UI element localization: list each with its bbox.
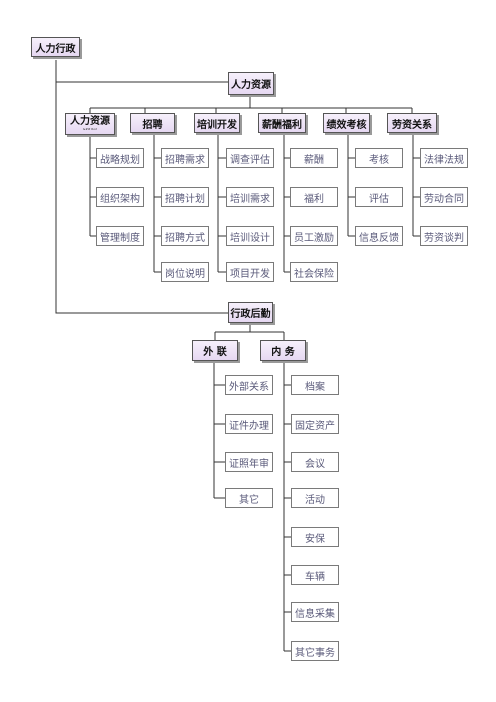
- hr-item-label: 信息反馈: [359, 232, 399, 244]
- admin-item-label: 活动: [305, 494, 325, 506]
- hr-item: 劳动合同: [420, 187, 468, 207]
- admin-item-label: 外部关系: [229, 381, 269, 393]
- hr-item-label: 福利: [304, 193, 324, 205]
- hr-item-label: 员工激励: [294, 232, 334, 244]
- hr-item: 劳资谈判: [420, 226, 468, 246]
- hr-item: 组织架构: [96, 187, 144, 207]
- hr-item-label: 劳资谈判: [424, 232, 464, 244]
- admin-item: 固定资产: [291, 414, 339, 434]
- hr-item: 招聘方式: [161, 226, 209, 246]
- hr-branch-4-label: 绩效考核: [326, 119, 367, 131]
- hr-item-label: 培训需求: [230, 193, 270, 205]
- hr-branch-2-label: 培训开发: [197, 119, 237, 131]
- admin-item: 安保: [291, 527, 339, 547]
- hr-item-label: 调查评估: [230, 154, 270, 166]
- admin-item: 档案: [291, 375, 339, 395]
- hr-branch-0-sublabel: &## Ro2: [82, 126, 97, 131]
- hr-item: 评估: [355, 187, 403, 207]
- hr-item-label: 招聘计划: [165, 193, 205, 205]
- admin-item-label: 会议: [305, 458, 325, 470]
- hr-item-label: 薪酬: [304, 154, 324, 166]
- hr-item: 考核: [355, 148, 403, 168]
- hr-item: 项目开发: [226, 262, 274, 282]
- hr-item: 战略规划: [96, 148, 144, 168]
- hr-item-label: 管理制度: [100, 232, 140, 244]
- hr-item-label: 培训设计: [230, 232, 270, 244]
- hr-item: 招聘计划: [161, 187, 209, 207]
- hr-item-label: 项目开发: [230, 268, 270, 280]
- hr-item-label: 考核: [369, 154, 389, 166]
- hr-item: 岗位说明: [161, 262, 209, 282]
- admin-item-label: 信息采集: [295, 608, 335, 620]
- hr-header-label: 人力资源: [231, 80, 271, 91]
- admin-item: 外部关系: [225, 375, 273, 395]
- admin-item-label: 安保: [305, 533, 325, 545]
- hr-item-label: 岗位说明: [165, 268, 205, 280]
- hr-branch-1: 招聘: [130, 113, 175, 133]
- admin-item-label: 证件办理: [229, 420, 269, 432]
- hr-branch-3: 薪酬福利: [258, 113, 306, 133]
- hr-header: 人力资源: [228, 72, 274, 95]
- admin-item: 其它事务: [291, 641, 339, 661]
- admin-item: 证照年审: [225, 452, 273, 472]
- admin-item-label: 车辆: [305, 571, 325, 583]
- hr-item: 培训设计: [226, 226, 274, 246]
- hr-item: 法律法规: [420, 148, 468, 168]
- hr-item: 调查评估: [226, 148, 274, 168]
- hr-item: 管理制度: [96, 226, 144, 246]
- hr-item-label: 招聘需求: [165, 154, 205, 166]
- admin-header: 行政后勤: [228, 302, 273, 323]
- hr-branch-2: 培训开发: [194, 113, 240, 133]
- root-label: 人力行政: [35, 43, 76, 55]
- hr-item-label: 法律法规: [424, 154, 464, 166]
- hr-item-label: 招聘方式: [165, 232, 205, 244]
- admin-header-label: 行政后勤: [230, 309, 271, 320]
- admin-item-label: 其它: [239, 494, 259, 506]
- hr-item-label: 评估: [369, 193, 389, 205]
- hr-item-label: 劳动合同: [424, 193, 464, 205]
- hr-item: 福利: [290, 187, 338, 207]
- hr-branch-5: 劳资关系: [387, 113, 437, 133]
- hr-item: 信息反馈: [355, 226, 403, 246]
- root-node: 人力行政: [31, 37, 80, 57]
- admin-branch-0: 外 联: [192, 340, 238, 361]
- admin-item: 其它: [225, 488, 273, 508]
- hr-item: 员工激励: [290, 226, 338, 246]
- admin-branch-1: 内 务: [260, 340, 306, 361]
- hr-item-label: 社会保险: [294, 268, 334, 280]
- hr-item: 社会保险: [290, 262, 338, 282]
- admin-branch-1-label: 内 务: [271, 347, 295, 358]
- hr-branch-1-label: 招聘: [142, 119, 163, 131]
- hr-branch-3-label: 薪酬福利: [262, 119, 302, 131]
- hr-item-label: 战略规划: [100, 154, 140, 166]
- admin-item-label: 固定资产: [295, 420, 335, 432]
- admin-item: 活动: [291, 488, 339, 508]
- hr-branch-5-label: 劳资关系: [392, 119, 432, 131]
- admin-item-label: 其它事务: [295, 647, 335, 659]
- hr-item: 培训需求: [226, 187, 274, 207]
- admin-item-label: 档案: [305, 381, 325, 393]
- hr-item: 薪酬: [290, 148, 338, 168]
- admin-item-label: 证照年审: [229, 458, 269, 470]
- admin-item: 证件办理: [225, 414, 273, 434]
- hr-branch-0: 人力资源 &## Ro2: [65, 113, 115, 135]
- admin-item: 会议: [291, 452, 339, 472]
- hr-item: 招聘需求: [161, 148, 209, 168]
- admin-item: 车辆: [291, 565, 339, 585]
- hr-item-label: 组织架构: [100, 193, 140, 205]
- admin-branch-0-label: 外 联: [203, 347, 227, 358]
- hr-branch-4: 绩效考核: [323, 113, 370, 133]
- hr-branch-0-label: 人力资源: [70, 116, 110, 128]
- admin-item: 信息采集: [291, 602, 339, 622]
